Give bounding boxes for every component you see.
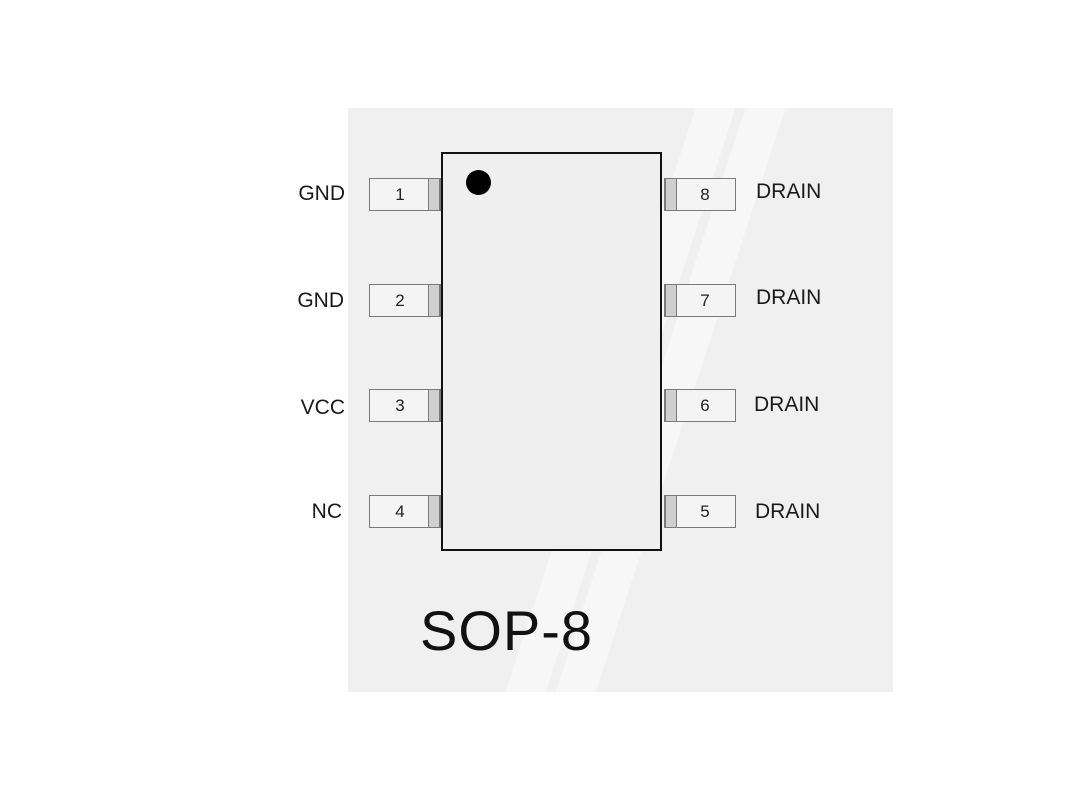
- pin-lead: [665, 390, 677, 421]
- pin-number: 2: [395, 290, 405, 310]
- pin-label: GND: [298, 182, 345, 205]
- pin-number: 8: [700, 184, 710, 204]
- pin-lead: [428, 390, 440, 421]
- pin-label: DRAIN: [754, 393, 820, 416]
- pin-lead: [428, 496, 440, 527]
- pin-5: 5: [664, 495, 736, 528]
- package-name: SOP-8: [420, 599, 594, 662]
- chip-body: [441, 152, 662, 551]
- pin-label: GND: [297, 289, 344, 312]
- pin-2: 2: [369, 284, 441, 317]
- pin-label: NC: [311, 500, 342, 523]
- pin-number: 7: [700, 290, 710, 310]
- pin-label: DRAIN: [756, 286, 822, 309]
- pin-lead: [665, 285, 677, 316]
- pin-label: DRAIN: [755, 500, 821, 523]
- pin-1: 1: [369, 178, 441, 211]
- pin-lead: [665, 179, 677, 210]
- pin-lead: [428, 285, 440, 316]
- pin1-marker: [466, 170, 491, 195]
- pin-lead: [428, 179, 440, 210]
- pin-label: DRAIN: [756, 180, 822, 203]
- pin-number: 3: [395, 395, 405, 415]
- pin-lead: [665, 496, 677, 527]
- pin-number: 1: [395, 184, 405, 204]
- pin-3: 3: [369, 389, 441, 422]
- pin-8: 8: [664, 178, 736, 211]
- pin-number: 4: [395, 501, 405, 521]
- pin-6: 6: [664, 389, 736, 422]
- pin-4: 4: [369, 495, 441, 528]
- pin-number: 5: [700, 501, 710, 521]
- pin-7: 7: [664, 284, 736, 317]
- pin-label: VCC: [300, 396, 345, 419]
- pin-number: 6: [700, 395, 710, 415]
